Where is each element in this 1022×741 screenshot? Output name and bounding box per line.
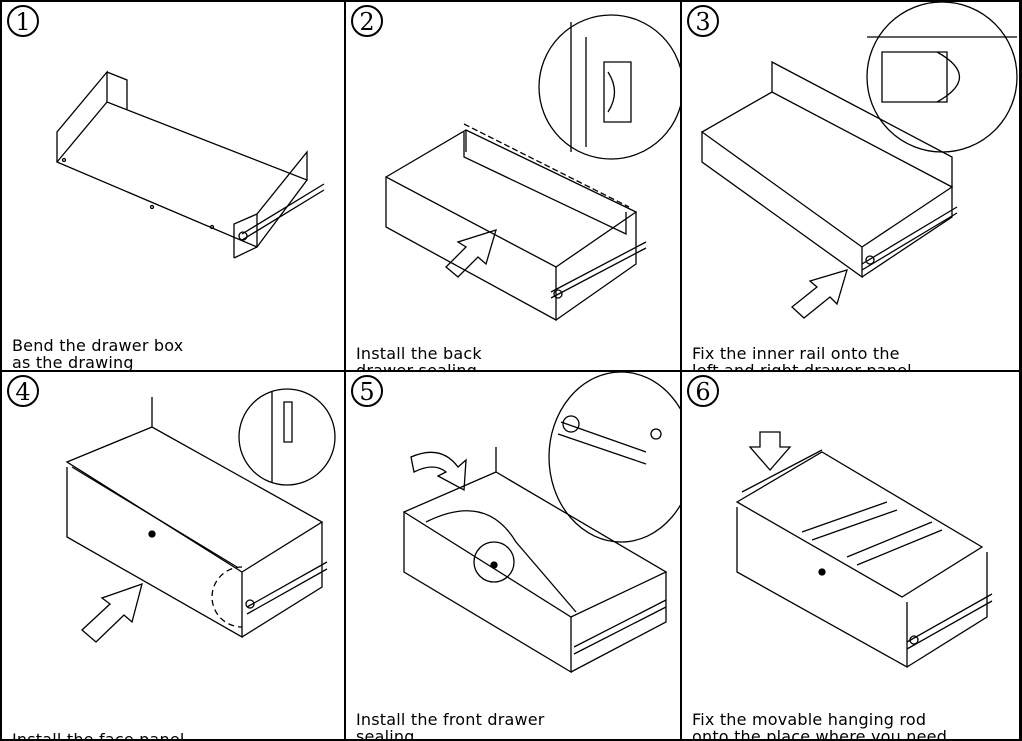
svg-text:4: 4 (15, 378, 30, 406)
step-3-illustration (700, 2, 1018, 319)
svg-text:3: 3 (695, 8, 710, 36)
step-2-illustration (384, 14, 680, 322)
step-4-caption: Install the face panel (12, 730, 185, 741)
step-5-illustration (402, 372, 680, 674)
step-4-panel: 4 Install the face panel (0, 370, 344, 741)
step-6-number-badge: 6 (687, 375, 719, 407)
step-3-panel: 3 Fix the inner rail onto theleft and ri… (680, 0, 1019, 370)
step-4-illustration (65, 388, 336, 643)
step-6-illustration (735, 431, 993, 669)
svg-text:1: 1 (15, 8, 30, 36)
step-2-panel: 2 Install the backdrawer sealing (344, 0, 680, 370)
svg-text:6: 6 (695, 378, 710, 406)
step-3-caption: Fix the inner rail onto theleft and righ… (692, 344, 912, 370)
step-5-number-badge: 5 (351, 375, 383, 407)
step-1-number-badge: 1 (7, 5, 39, 37)
svg-text:2: 2 (359, 8, 374, 36)
svg-text:5: 5 (359, 378, 374, 406)
sheet-bottom-border (0, 739, 1022, 741)
step-2-caption: Install the backdrawer sealing (356, 344, 482, 370)
step-1-illustration (55, 70, 325, 259)
sheet-right-border (1019, 0, 1022, 741)
step-3-number-badge: 3 (687, 5, 719, 37)
step-2-number-badge: 2 (351, 5, 383, 37)
step-4-number-badge: 4 (7, 375, 39, 407)
